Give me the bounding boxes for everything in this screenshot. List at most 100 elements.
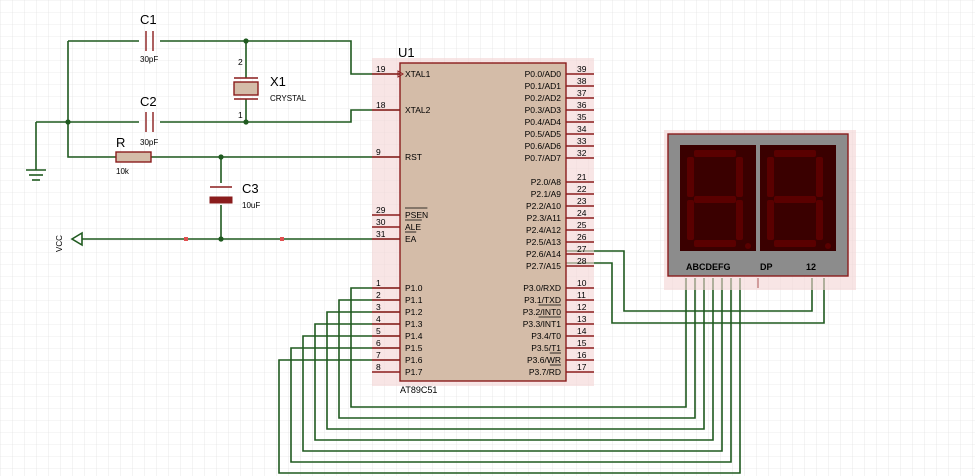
pin-name: ALE	[405, 222, 421, 232]
x1-ref: X1	[270, 74, 286, 89]
pin-number: 17	[577, 362, 587, 372]
pin-number: 12	[577, 302, 587, 312]
pin-number: 5	[376, 326, 381, 336]
pin-name: P2.7/A15	[526, 261, 561, 271]
capacitor-c2[interactable]: C2 30pF	[140, 94, 158, 147]
pin-number: 10	[577, 278, 587, 288]
pin-number: 1	[376, 278, 381, 288]
segment-labels: ABCDEFG	[686, 262, 731, 272]
pin-name: P0.1/AD1	[525, 81, 562, 91]
vcc-terminal[interactable]: VCC	[55, 231, 83, 252]
u1-ref: U1	[398, 45, 415, 60]
pin-name: XTAL2	[405, 105, 431, 115]
pin-name: P3.2/INT0	[523, 307, 562, 317]
pin-name: RST	[405, 152, 422, 162]
pin-name: P1.5	[405, 343, 423, 353]
pin-number: 33	[577, 136, 587, 146]
pin-number: 35	[577, 112, 587, 122]
pin-name: P3.4/T0	[531, 331, 561, 341]
pin-name: P1.3	[405, 319, 423, 329]
pin-number: 38	[577, 76, 587, 86]
pin-number: 4	[376, 314, 381, 324]
pin-name: P2.6/A14	[526, 249, 561, 259]
pin-name: P3.1/TXD	[524, 295, 561, 305]
capacitor-c3[interactable]: C3 10uF	[209, 181, 260, 210]
pin-number: 13	[577, 314, 587, 324]
pin-name: P1.4	[405, 331, 423, 341]
pin-name: P2.0/A8	[531, 177, 562, 187]
c2-ref: C2	[140, 94, 157, 109]
pin-number: 26	[577, 232, 587, 242]
pin-number: 32	[577, 148, 587, 158]
x1-pin-bottom: 1	[238, 110, 243, 120]
c3-ref: C3	[242, 181, 259, 196]
capacitor-c1[interactable]: C1 30pF	[140, 12, 158, 64]
c3-value: 10uF	[242, 201, 260, 210]
pin-name: XTAL1	[405, 69, 431, 79]
pin-name: P0.0/AD0	[525, 69, 562, 79]
pin-number: 3	[376, 302, 381, 312]
pin-number: 27	[577, 244, 587, 254]
pin-name: P1.2	[405, 307, 423, 317]
pin-number: 18	[376, 100, 386, 110]
pin-name: P2.4/A12	[526, 225, 561, 235]
pin-number: 16	[577, 350, 587, 360]
pin-name: P3.3/INT1	[523, 319, 562, 329]
resistor-r[interactable]: R 10k	[115, 135, 152, 176]
pin-name: P1.0	[405, 283, 423, 293]
c1-ref: C1	[140, 12, 157, 27]
pin-number: 25	[577, 220, 587, 230]
pin-number: 2	[376, 290, 381, 300]
seven-segment-display[interactable]: ABCDEFG DP 12	[664, 130, 856, 290]
pin-number: 9	[376, 147, 381, 157]
pin-name: P0.5/AD5	[525, 129, 562, 139]
pin-number: 6	[376, 338, 381, 348]
pin-number: 22	[577, 184, 587, 194]
pin-number: 7	[376, 350, 381, 360]
u1-right-pins: 39P0.0/AD038P0.1/AD137P0.2/AD236P0.3/AD3…	[523, 64, 594, 377]
crystal-x1[interactable]: 2 1 X1 CRYSTAL	[233, 57, 307, 120]
r-value: 10k	[116, 167, 130, 176]
pin-name: P0.4/AD4	[525, 117, 562, 127]
pin-name: P1.7	[405, 367, 423, 377]
pin-name: P1.6	[405, 355, 423, 365]
x1-pin-top: 2	[238, 57, 243, 67]
pin-name: P0.3/AD3	[525, 105, 562, 115]
pin-name: P3.0/RXD	[523, 283, 561, 293]
c2-value: 30pF	[140, 138, 158, 147]
pin-name: P2.2/A10	[526, 201, 561, 211]
pin-name: PSEN	[405, 210, 428, 220]
pin-number: 8	[376, 362, 381, 372]
pin-number: 15	[577, 338, 587, 348]
ground-icon	[26, 169, 46, 181]
pin-number: 29	[376, 205, 386, 215]
pin-number: 36	[577, 100, 587, 110]
x1-value: CRYSTAL	[270, 94, 307, 103]
pin-name: P2.3/A11	[527, 213, 562, 223]
pin-name: P3.5/T1	[531, 343, 561, 353]
pin-number: 23	[577, 196, 587, 206]
digit-labels: 12	[806, 262, 816, 272]
